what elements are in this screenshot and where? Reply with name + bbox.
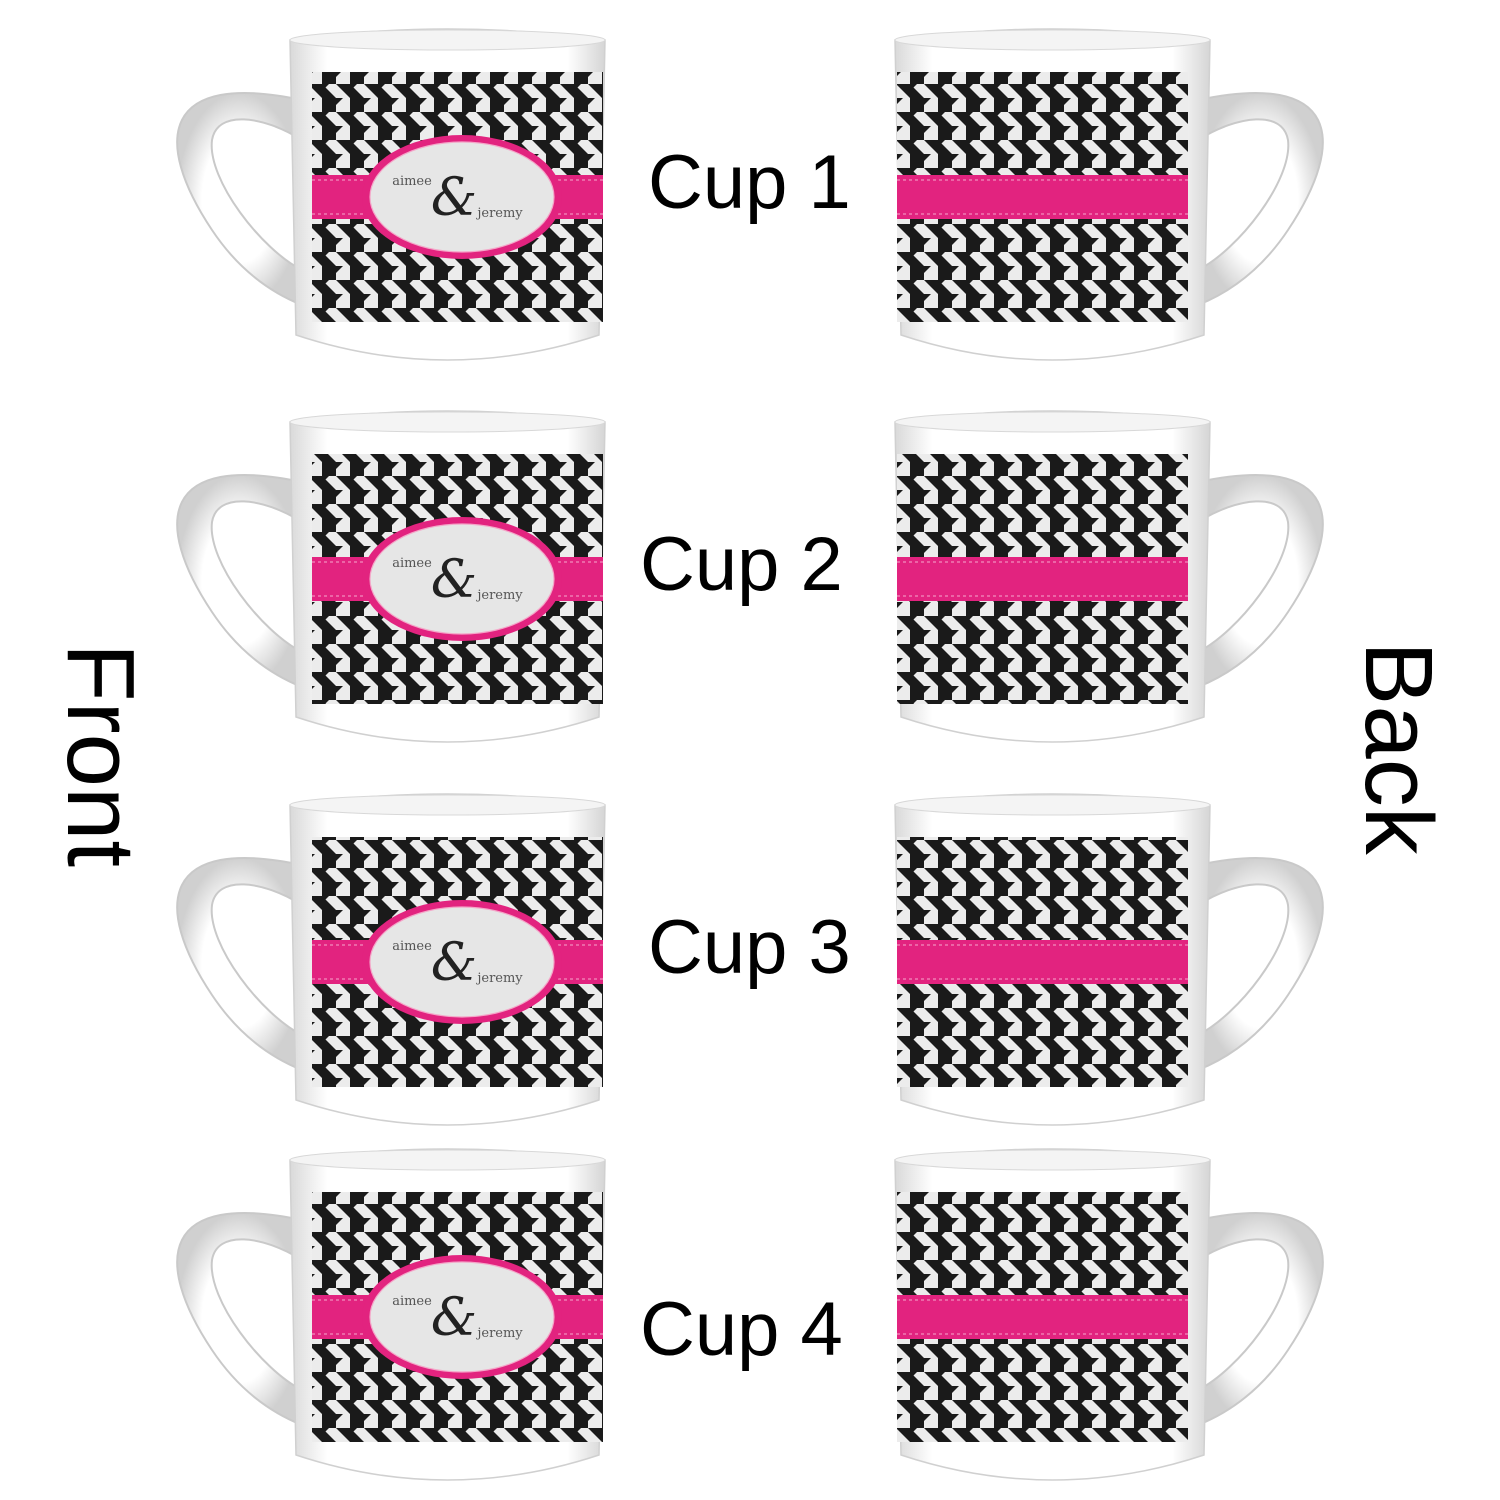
mug-handle: [1197, 856, 1324, 1072]
monogram-ampersand: &: [431, 933, 477, 993]
front-mug-1: aimee&jeremy: [176, 28, 606, 361]
front-mug-2: aimee&jeremy: [176, 410, 606, 743]
mug-rim: [289, 411, 606, 433]
monogram-ampersand: &: [431, 1288, 477, 1348]
mug-rim: [894, 29, 1211, 51]
pink-band: [897, 557, 1188, 601]
mug-handle: [1197, 1211, 1324, 1427]
pink-band: [897, 940, 1188, 984]
mug-handle: [176, 473, 303, 689]
monogram-name-top: aimee: [392, 1294, 432, 1309]
monogram-oval: [369, 141, 555, 253]
front-mug-4: aimee&jeremy: [176, 1148, 606, 1481]
monogram-name-top: aimee: [392, 939, 432, 954]
mug-rim: [894, 1149, 1211, 1171]
monogram-oval: [369, 523, 555, 635]
monogram-name-bottom: jeremy: [475, 1326, 523, 1341]
front-mug-3: aimee&jeremy: [176, 793, 606, 1126]
monogram-ampersand: &: [431, 168, 477, 228]
monogram-name-top: aimee: [392, 556, 432, 571]
mug-handle: [176, 91, 303, 307]
back-mug-4: [894, 1148, 1324, 1481]
cup-1-label: Cup 1: [648, 140, 851, 225]
back-label: Back: [1345, 641, 1452, 855]
monogram-oval: [369, 906, 555, 1018]
mug-rim: [894, 411, 1211, 433]
back-mug-2: [894, 410, 1324, 743]
mug-handle: [1197, 91, 1324, 307]
mug-rim: [894, 794, 1211, 816]
monogram-name-bottom: jeremy: [475, 588, 523, 603]
monogram-oval: [369, 1261, 555, 1373]
monogram-name-bottom: jeremy: [475, 971, 523, 986]
pink-band: [897, 1295, 1188, 1339]
cup-2-label: Cup 2: [640, 522, 843, 607]
pink-band: [897, 175, 1188, 219]
cup-3-label: Cup 3: [648, 905, 851, 990]
cup-4-label: Cup 4: [640, 1287, 843, 1372]
monogram-name-bottom: jeremy: [475, 206, 523, 221]
monogram-name-top: aimee: [392, 174, 432, 189]
front-label: Front: [47, 642, 154, 868]
mug-rim: [289, 794, 606, 816]
back-mug-3: [894, 793, 1324, 1126]
back-mug-1: [894, 28, 1324, 361]
monogram-ampersand: &: [431, 550, 477, 610]
mug-handle: [176, 1211, 303, 1427]
mug-rim: [289, 29, 606, 51]
mug-handle: [176, 856, 303, 1072]
mug-handle: [1197, 473, 1324, 689]
mug-rim: [289, 1149, 606, 1171]
